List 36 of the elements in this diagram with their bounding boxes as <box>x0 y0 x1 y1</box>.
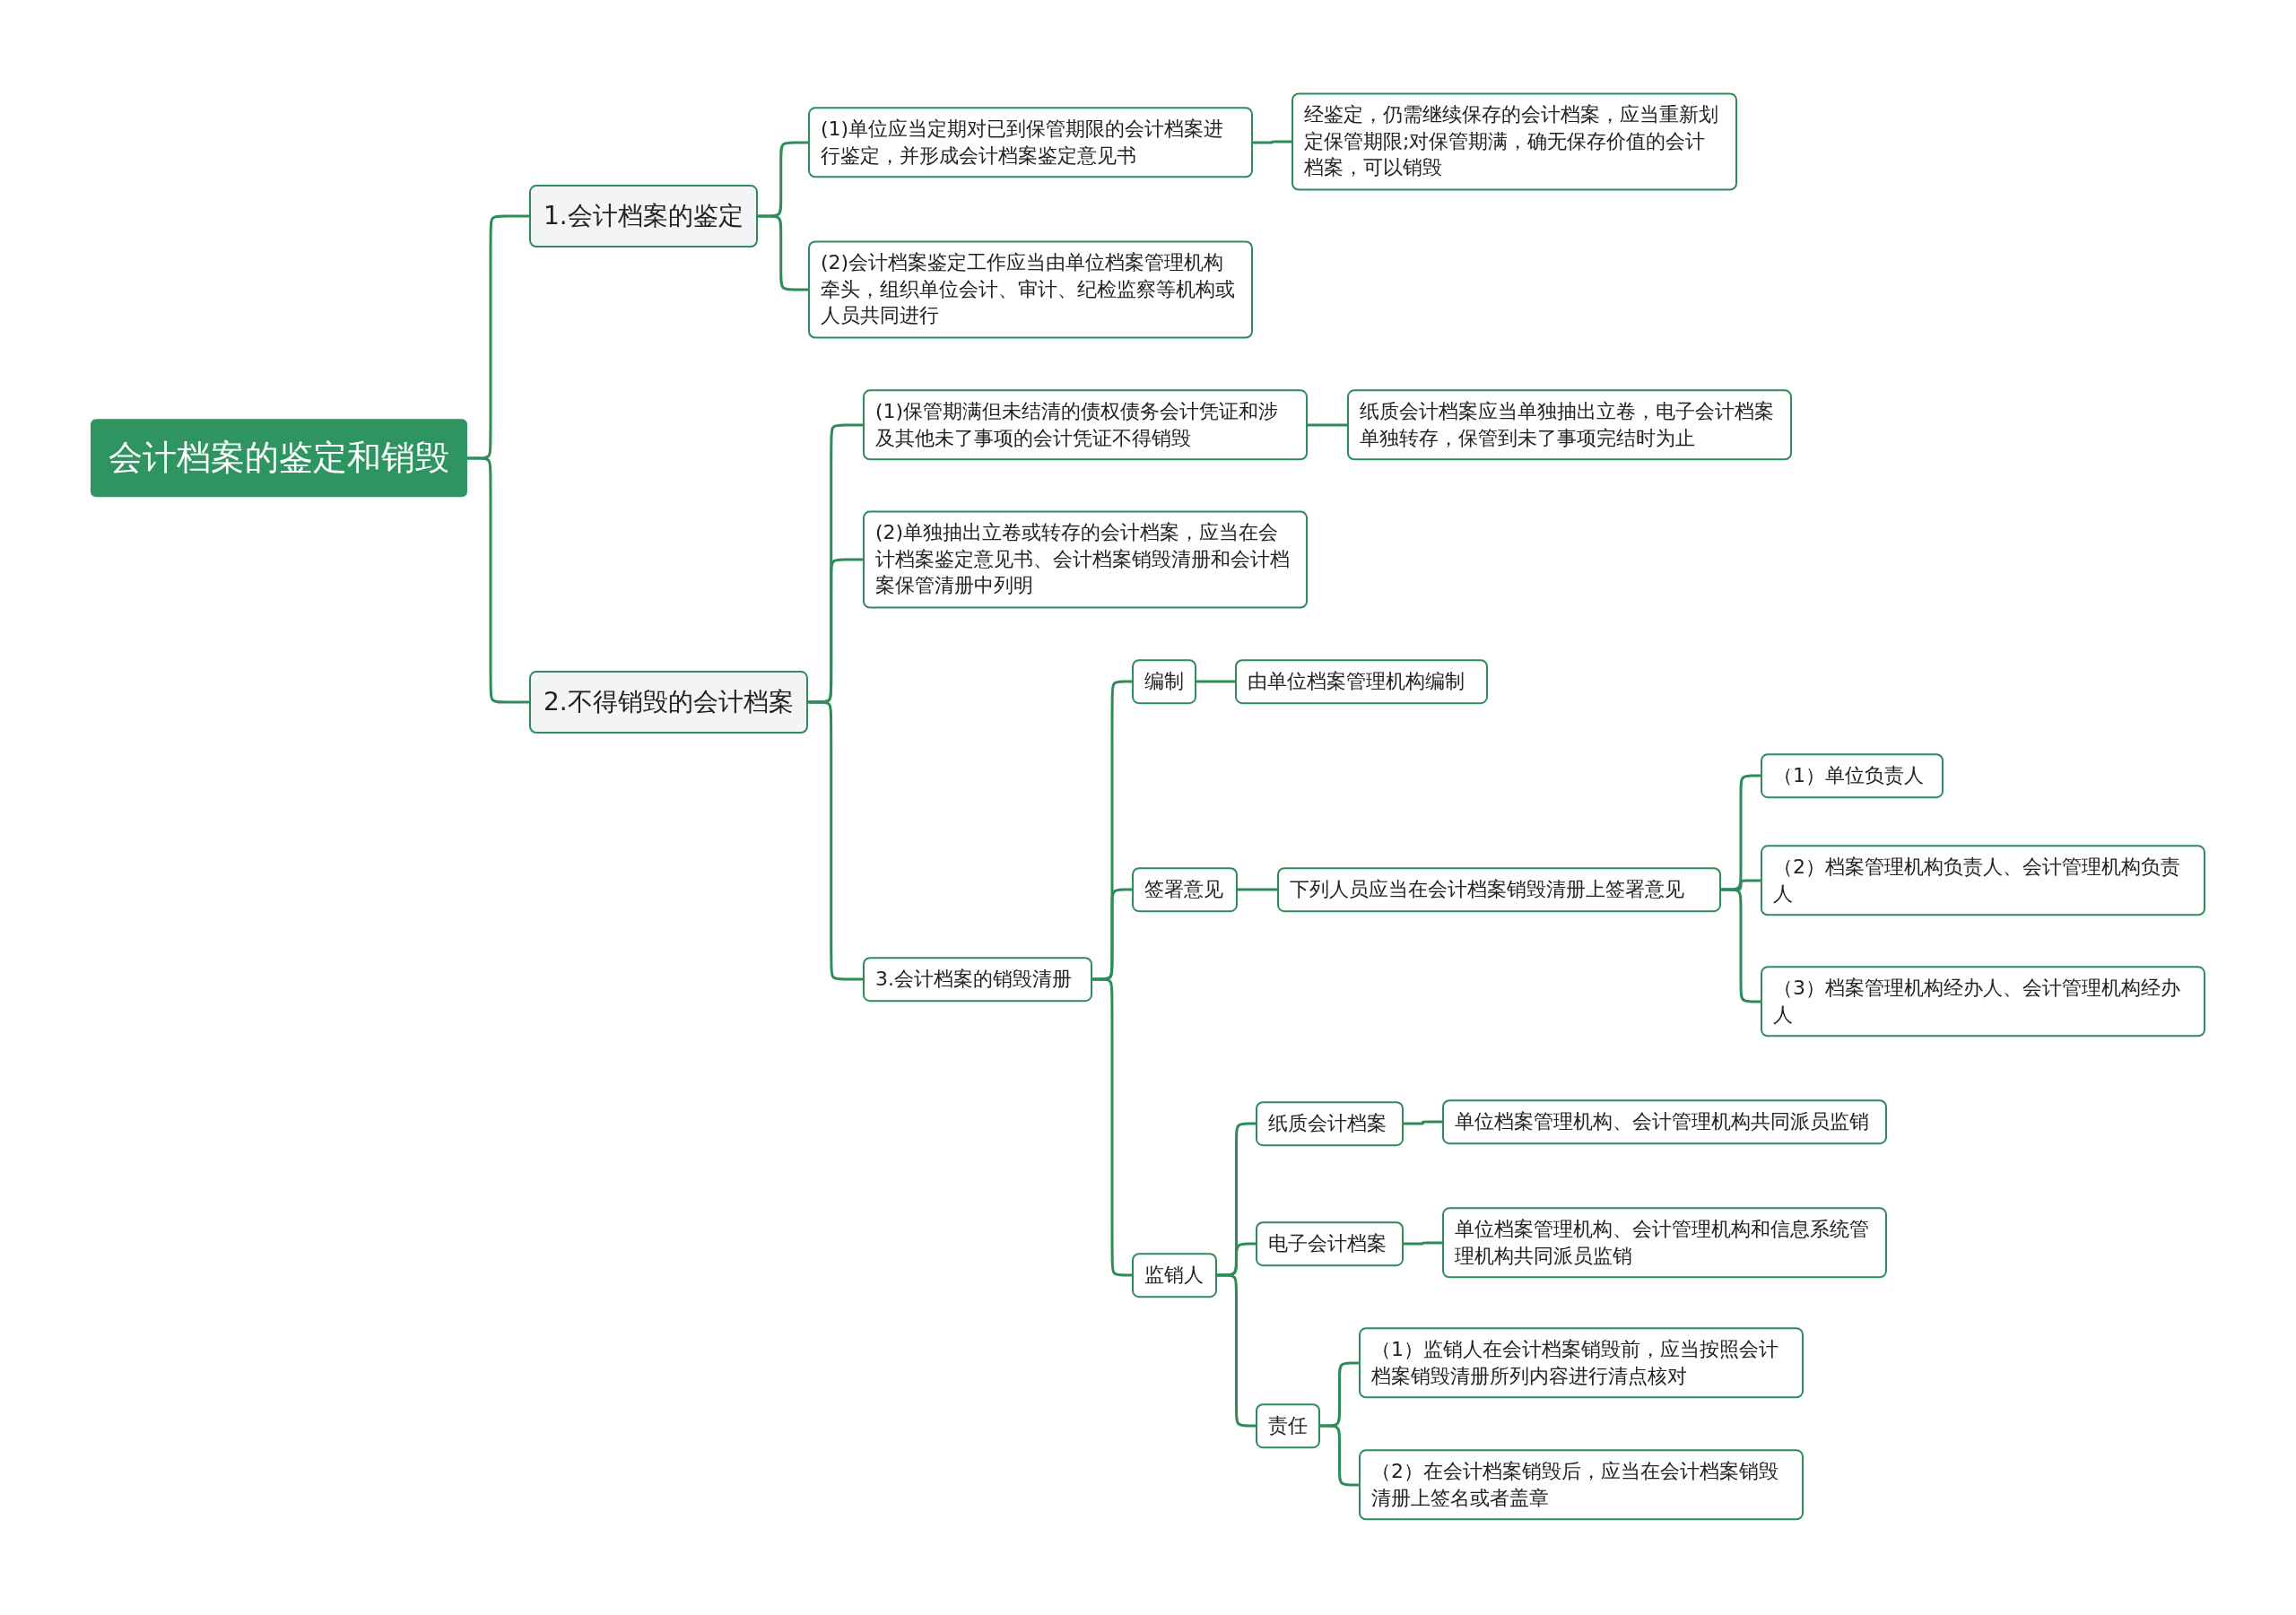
topic-box: 责任 <box>1256 1403 1320 1448</box>
topic-box: (1)保管期满但未结清的债权债务会计凭证和涉及其他未了事项的会计凭证不得销毁 <box>863 389 1308 461</box>
connector-line <box>1404 1120 1442 1125</box>
topic-box: （2）档案管理机构负责人、会计管理机构负责人 <box>1761 845 2205 916</box>
connector-line <box>1253 140 1292 144</box>
topic-box: 由单位档案管理机构编制 <box>1235 659 1488 704</box>
topic-box: （2）在会计档案销毁后，应当在会计档案销毁清册上签名或者盖章 <box>1359 1449 1804 1521</box>
connector-line <box>1196 680 1235 683</box>
topic-box: (1)单位应当定期对已到保管期限的会计档案进行鉴定，并形成会计档案鉴定意见书 <box>808 107 1253 178</box>
main-branch-box: 1.会计档案的鉴定 <box>529 185 758 247</box>
topic-box: 纸质会计档案应当单独抽出立卷，电子会计档案单独转存，保管到未了事项完结时为止 <box>1347 389 1792 461</box>
topic-box: 单位档案管理机构、会计管理机构和信息系统管理机构共同派员监销 <box>1442 1207 1887 1279</box>
topic-box: （1）单位负责人 <box>1761 753 1944 798</box>
central-topic-box: 会计档案的鉴定和销毁 <box>91 419 467 498</box>
topic-box: 纸质会计档案 <box>1256 1101 1404 1146</box>
topic-box: 电子会计档案 <box>1256 1221 1404 1266</box>
connector-line <box>1238 888 1277 891</box>
topic-box: （1）监销人在会计档案销毁前，应当按照会计档案销毁清册所列内容进行清点核对 <box>1359 1327 1804 1399</box>
topic-box: 监销人 <box>1132 1253 1217 1298</box>
connector-line <box>1091 977 1133 1277</box>
topic-box: 单位档案管理机构、会计管理机构共同派员监销 <box>1442 1099 1887 1144</box>
connector-line <box>1308 423 1347 427</box>
topic-box: 3.会计档案的销毁清册 <box>863 957 1092 1002</box>
main-branch-box: 2.不得销毁的会计档案 <box>529 671 808 734</box>
topic-box: 下列人员应当在会计档案销毁清册上签署意见 <box>1277 867 1721 912</box>
topic-box: (2)会计档案鉴定工作应当由单位档案管理机构牵头，组织单位会计、审计、纪检监察等机构或人员共同进行 <box>808 240 1253 339</box>
connector-line <box>1404 1241 1442 1246</box>
topic-box: 编制 <box>1132 659 1196 704</box>
connector-line <box>1319 1424 1360 1487</box>
connector-line <box>1216 1273 1257 1428</box>
topic-box: (2)单独抽出立卷或转存的会计档案，应当在会计档案鉴定意见书、会计档案销毁清册和会计档案保管清册中列明 <box>863 510 1308 609</box>
connector-line <box>467 456 529 704</box>
connector-line <box>1720 888 1761 1003</box>
topic-box: 经鉴定，仍需继续保存的会计档案，应当重新划定保管期限;对保管期满，确无保存价值的会计档案，可以销毁 <box>1292 92 1737 191</box>
topic-box: （3）档案管理机构经办人、会计管理机构经办人 <box>1761 966 2205 1038</box>
topic-box: 签署意见 <box>1132 867 1238 912</box>
